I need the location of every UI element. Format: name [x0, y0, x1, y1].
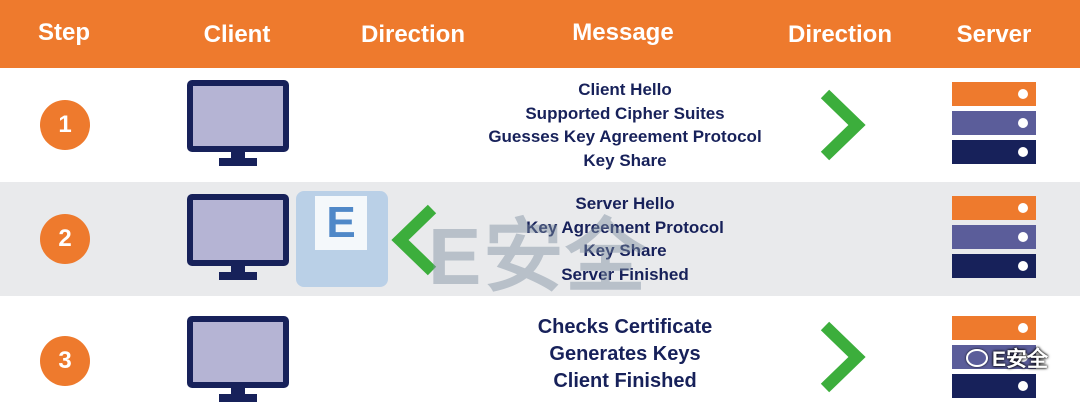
message-line: Key Agreement Protocol — [526, 217, 724, 237]
message-line: Key Share — [583, 241, 667, 260]
message-step-1: Client Hello Supported Cipher Suites Gue… — [430, 78, 820, 172]
wechat-icon — [965, 349, 988, 367]
server-unit — [952, 374, 1036, 398]
arrow-left-icon — [391, 204, 437, 276]
server-unit — [952, 140, 1036, 164]
message-line: Client Finished — [553, 370, 697, 392]
monitor-icon — [187, 80, 289, 166]
monitor-icon — [187, 316, 289, 402]
server-unit — [952, 111, 1036, 135]
message-step-2: Server Hello Key Agreement Protocol Key … — [430, 192, 820, 286]
step-row-1 — [0, 68, 1080, 182]
server-stack-icon — [952, 316, 1038, 403]
server-unit — [952, 225, 1036, 249]
arrow-right-icon — [820, 321, 866, 393]
header-server: Server — [956, 21, 1032, 48]
message-line: Checks Certificate — [537, 316, 713, 338]
server-stack-icon — [952, 196, 1038, 283]
message-line: Generates Keys — [549, 343, 701, 365]
message-line: Key Share — [583, 150, 667, 170]
step-row-2 — [0, 182, 1080, 296]
step-number-2: 2 — [40, 214, 90, 264]
step-row-3 — [0, 296, 1080, 404]
server-unit — [952, 254, 1036, 278]
header-direction-right: Direction — [787, 21, 892, 48]
step-number-3: 3 — [40, 336, 90, 386]
step-number-1: 1 — [40, 100, 90, 150]
header-direction-left: Direction — [360, 21, 465, 48]
message-line: Supported Cipher Suites — [525, 103, 725, 123]
monitor-icon — [187, 194, 289, 280]
table-header: Step Client Direction Message Direction … — [0, 0, 1080, 68]
header-client: Client — [203, 21, 271, 48]
watermark-logo-letter: E — [315, 196, 367, 250]
header-step: Step — [37, 19, 90, 46]
message-line: Guesses Key Agreement Protocol — [488, 127, 762, 146]
message-step-3: Checks Certificate Generates Keys Client… — [430, 314, 820, 395]
server-unit — [952, 196, 1036, 220]
server-unit — [952, 82, 1036, 106]
header-message: Message — [572, 19, 674, 46]
brand-mark: E安全 — [930, 342, 1048, 374]
brand-text: E安全 — [991, 348, 1048, 371]
server-stack-icon — [952, 82, 1038, 169]
watermark-text: E安全 — [428, 212, 648, 301]
server-unit — [952, 316, 1036, 340]
message-line: Server Hello — [575, 194, 675, 213]
message-line: Client Hello — [578, 80, 672, 99]
message-line: Server Finished — [561, 264, 689, 284]
arrow-right-icon — [820, 89, 866, 161]
